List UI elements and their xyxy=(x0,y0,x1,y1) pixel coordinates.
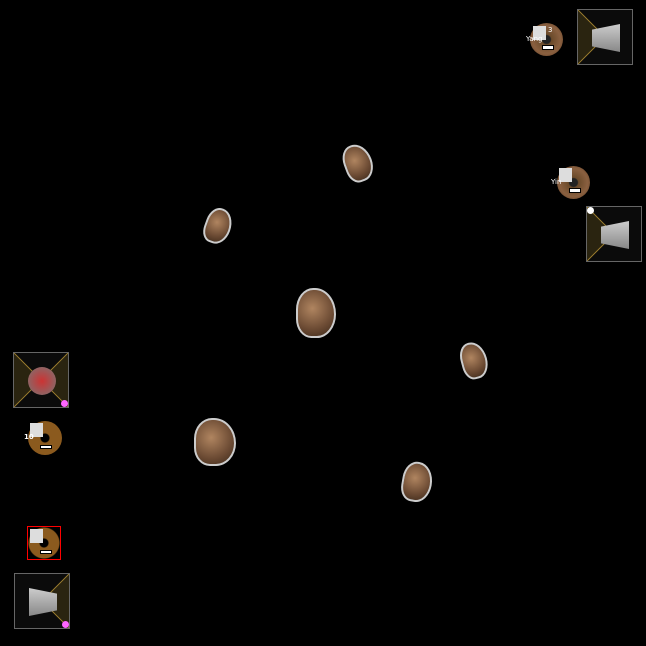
marker-icon xyxy=(61,400,68,407)
dial-value: 3 xyxy=(548,26,553,34)
ship-icon xyxy=(30,529,43,543)
asteroid[interactable] xyxy=(296,288,336,338)
ship-card-yin[interactable] xyxy=(586,206,642,262)
ship-dial-left-2-selected[interactable] xyxy=(27,526,61,560)
ship-icon xyxy=(559,168,572,182)
asteroid[interactable] xyxy=(194,418,236,466)
ship-model-icon xyxy=(28,367,56,395)
ship-card-left-2[interactable] xyxy=(14,573,70,629)
ship-dial-left-1[interactable]: 10 xyxy=(24,421,62,455)
ship-dial-yang[interactable]: 3 Yang xyxy=(526,23,563,56)
pilot-name: Yin xyxy=(551,178,562,186)
asteroid[interactable] xyxy=(338,140,378,186)
pilot-name: Yang xyxy=(526,35,543,43)
marker-icon xyxy=(587,207,594,214)
ship-card-left-1[interactable] xyxy=(13,352,69,408)
ship-icon xyxy=(533,26,546,40)
ship-icon xyxy=(30,423,43,437)
dial-bar xyxy=(40,445,52,449)
ship-model-icon xyxy=(601,221,629,249)
ship-model-icon xyxy=(29,588,57,616)
asteroid[interactable] xyxy=(398,459,436,505)
asteroid[interactable] xyxy=(456,339,492,382)
marker-icon xyxy=(62,621,69,628)
asteroid[interactable] xyxy=(199,204,237,248)
dial-number: 10 xyxy=(24,433,34,441)
ship-card-yang[interactable] xyxy=(577,9,633,65)
dial-bar xyxy=(569,188,581,193)
ship-dial-yin[interactable]: Yin xyxy=(551,166,590,199)
dial-bar xyxy=(542,45,554,50)
ship-model-icon xyxy=(592,24,620,52)
dial-bar xyxy=(40,550,52,554)
